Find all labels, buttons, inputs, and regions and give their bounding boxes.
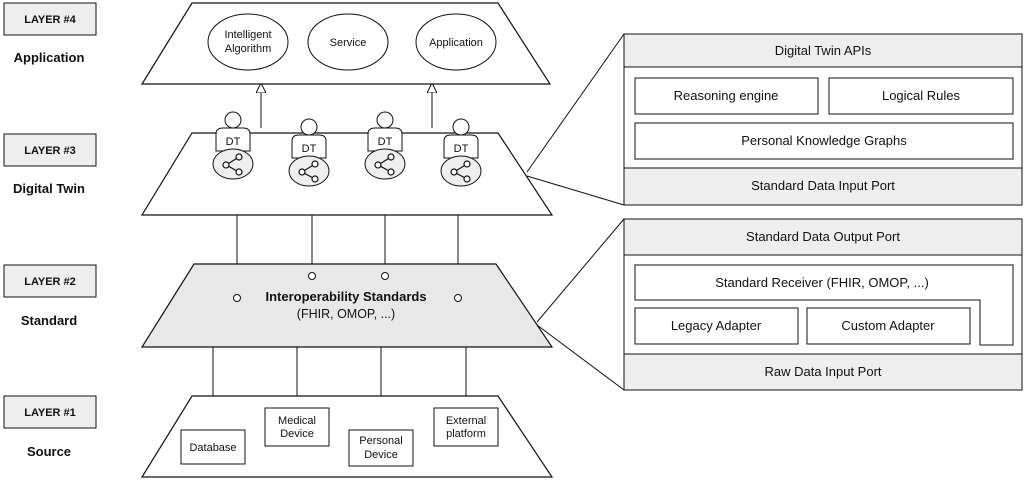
svg-text:platform: platform [446,428,486,440]
logical-rules-box [828,77,1014,115]
standard-plane [140,263,554,348]
knowledge-graphs-box [634,122,1014,160]
dt-figure-4: DT [440,118,482,187]
layer-1-tag-box [3,395,97,429]
layer-2-tag-box [3,264,97,298]
standard-dot-4 [454,294,462,302]
layer-3-tag: LAYER #3 [24,145,76,157]
raw-data-input-port-box [623,353,1023,391]
source-node-personal-device: Personal Device [348,429,414,467]
layer-1-label-group: LAYER #1 Source [3,395,97,459]
svg-text:External: External [446,415,486,427]
standard-connection-dots [233,272,462,302]
svg-text:Medical: Medical [278,415,316,427]
svg-text:Device: Device [364,449,398,461]
standard-data-output-port-box [623,218,1023,256]
legacy-adapter-box [634,307,799,345]
dt-head [224,111,242,129]
reasoning-engine-label: Reasoning engine [674,88,779,103]
layer-1-tag: LAYER #1 [24,407,76,419]
standard-dot-1 [233,294,241,302]
zoom-line-dt-top [526,33,625,173]
dt-label: DT [378,136,393,148]
knowledge-graph-icon [450,160,471,183]
source-node-medical-device: Medical Device [264,407,330,447]
zoom-line-dt-bottom [526,175,625,206]
custom-adapter-box [806,307,971,345]
knowledge-graphs-label: Personal Knowledge Graphs [741,133,907,148]
dt-body [367,127,403,152]
dt-body [291,134,327,159]
layer-2-name: Standard [21,313,77,328]
svg-text:Device: Device [280,428,314,440]
svg-text:Algorithm: Algorithm [225,43,271,55]
digital-twin-detail-panel: Digital Twin APIs Reasoning engine Logic… [623,33,1023,206]
standard-detail-panel: Standard Data Output Port Standard Recei… [623,218,1023,391]
source-node-external-platform: External platform [433,407,499,447]
layer-4-tag-box [3,2,97,36]
standard-data-output-port-label: Standard Data Output Port [746,229,900,244]
legacy-adapter-label: Legacy Adapter [671,318,762,333]
svg-text:Service: Service [330,37,367,49]
dt-head [452,118,470,136]
dt-graph-container [212,148,254,180]
layer-4-label-group: LAYER #4 Application [3,2,97,65]
application-node-service: Service [307,13,389,71]
layer-4-tag: LAYER #4 [24,14,76,26]
source-node-database: Database [180,429,246,465]
standard-dot-3 [381,272,389,280]
knowledge-graph-icon [222,153,243,176]
layer-3-label-group: LAYER #3 Digital Twin [3,133,97,196]
dt-head [376,111,394,129]
layer-3-name: Digital Twin [13,181,85,196]
custom-adapter-label: Custom Adapter [841,318,935,333]
standard-data-input-port-box [623,167,1023,206]
svg-text:Intelligent: Intelligent [224,29,271,41]
standard-data-input-port-label: Standard Data Input Port [751,178,895,193]
knowledge-graph-icon [298,160,319,183]
standard-dot-2 [308,272,316,280]
svg-text:Database: Database [189,442,236,454]
dt-figure-3: DT [364,111,406,180]
dt-label: DT [302,143,317,155]
dt-graph-container [440,155,482,187]
application-node-intelligent-algorithm: Intelligent Algorithm [207,13,289,71]
svg-text:Personal: Personal [359,435,402,447]
layer-4-name: Application [14,50,85,65]
knowledge-graph-icon [374,153,395,176]
layer-2-label-group: LAYER #2 Standard [3,264,97,328]
zoom-line-std-bottom [536,324,625,391]
dt-label: DT [226,136,241,148]
application-node-application: Application [415,13,497,71]
standard-receiver-box [634,264,1014,346]
dt-body [443,134,479,159]
standard-subtitle: (FHIR, OMOP, ...) [297,307,395,321]
digital-twin-figures: DT DT DT DT [212,111,482,187]
dt-figure-1: DT [212,111,254,180]
layer-1-name: Source [27,444,71,459]
standard-receiver-label: Standard Receiver (FHIR, OMOP, ...) [715,275,929,290]
dt-head [300,118,318,136]
reasoning-engine-box [634,77,819,115]
layer-3-tag-box [3,133,97,167]
digital-twin-plane [140,132,554,216]
svg-text:Application: Application [429,37,483,49]
dt-label: DT [454,143,469,155]
raw-data-input-port-label: Raw Data Input Port [764,364,881,379]
dt-figure-2: DT [288,118,330,187]
logical-rules-label: Logical Rules [882,88,961,103]
dt-apis-label: Digital Twin APIs [775,43,872,58]
dt-apis-header [623,33,1023,68]
dt-graph-container [364,148,406,180]
zoom-line-std-top [536,218,625,323]
layer-2-tag: LAYER #2 [24,276,76,288]
dt-graph-container [288,155,330,187]
standard-title: Interoperability Standards [265,289,426,304]
zoom-lines [526,33,625,391]
dt-body [215,127,251,152]
